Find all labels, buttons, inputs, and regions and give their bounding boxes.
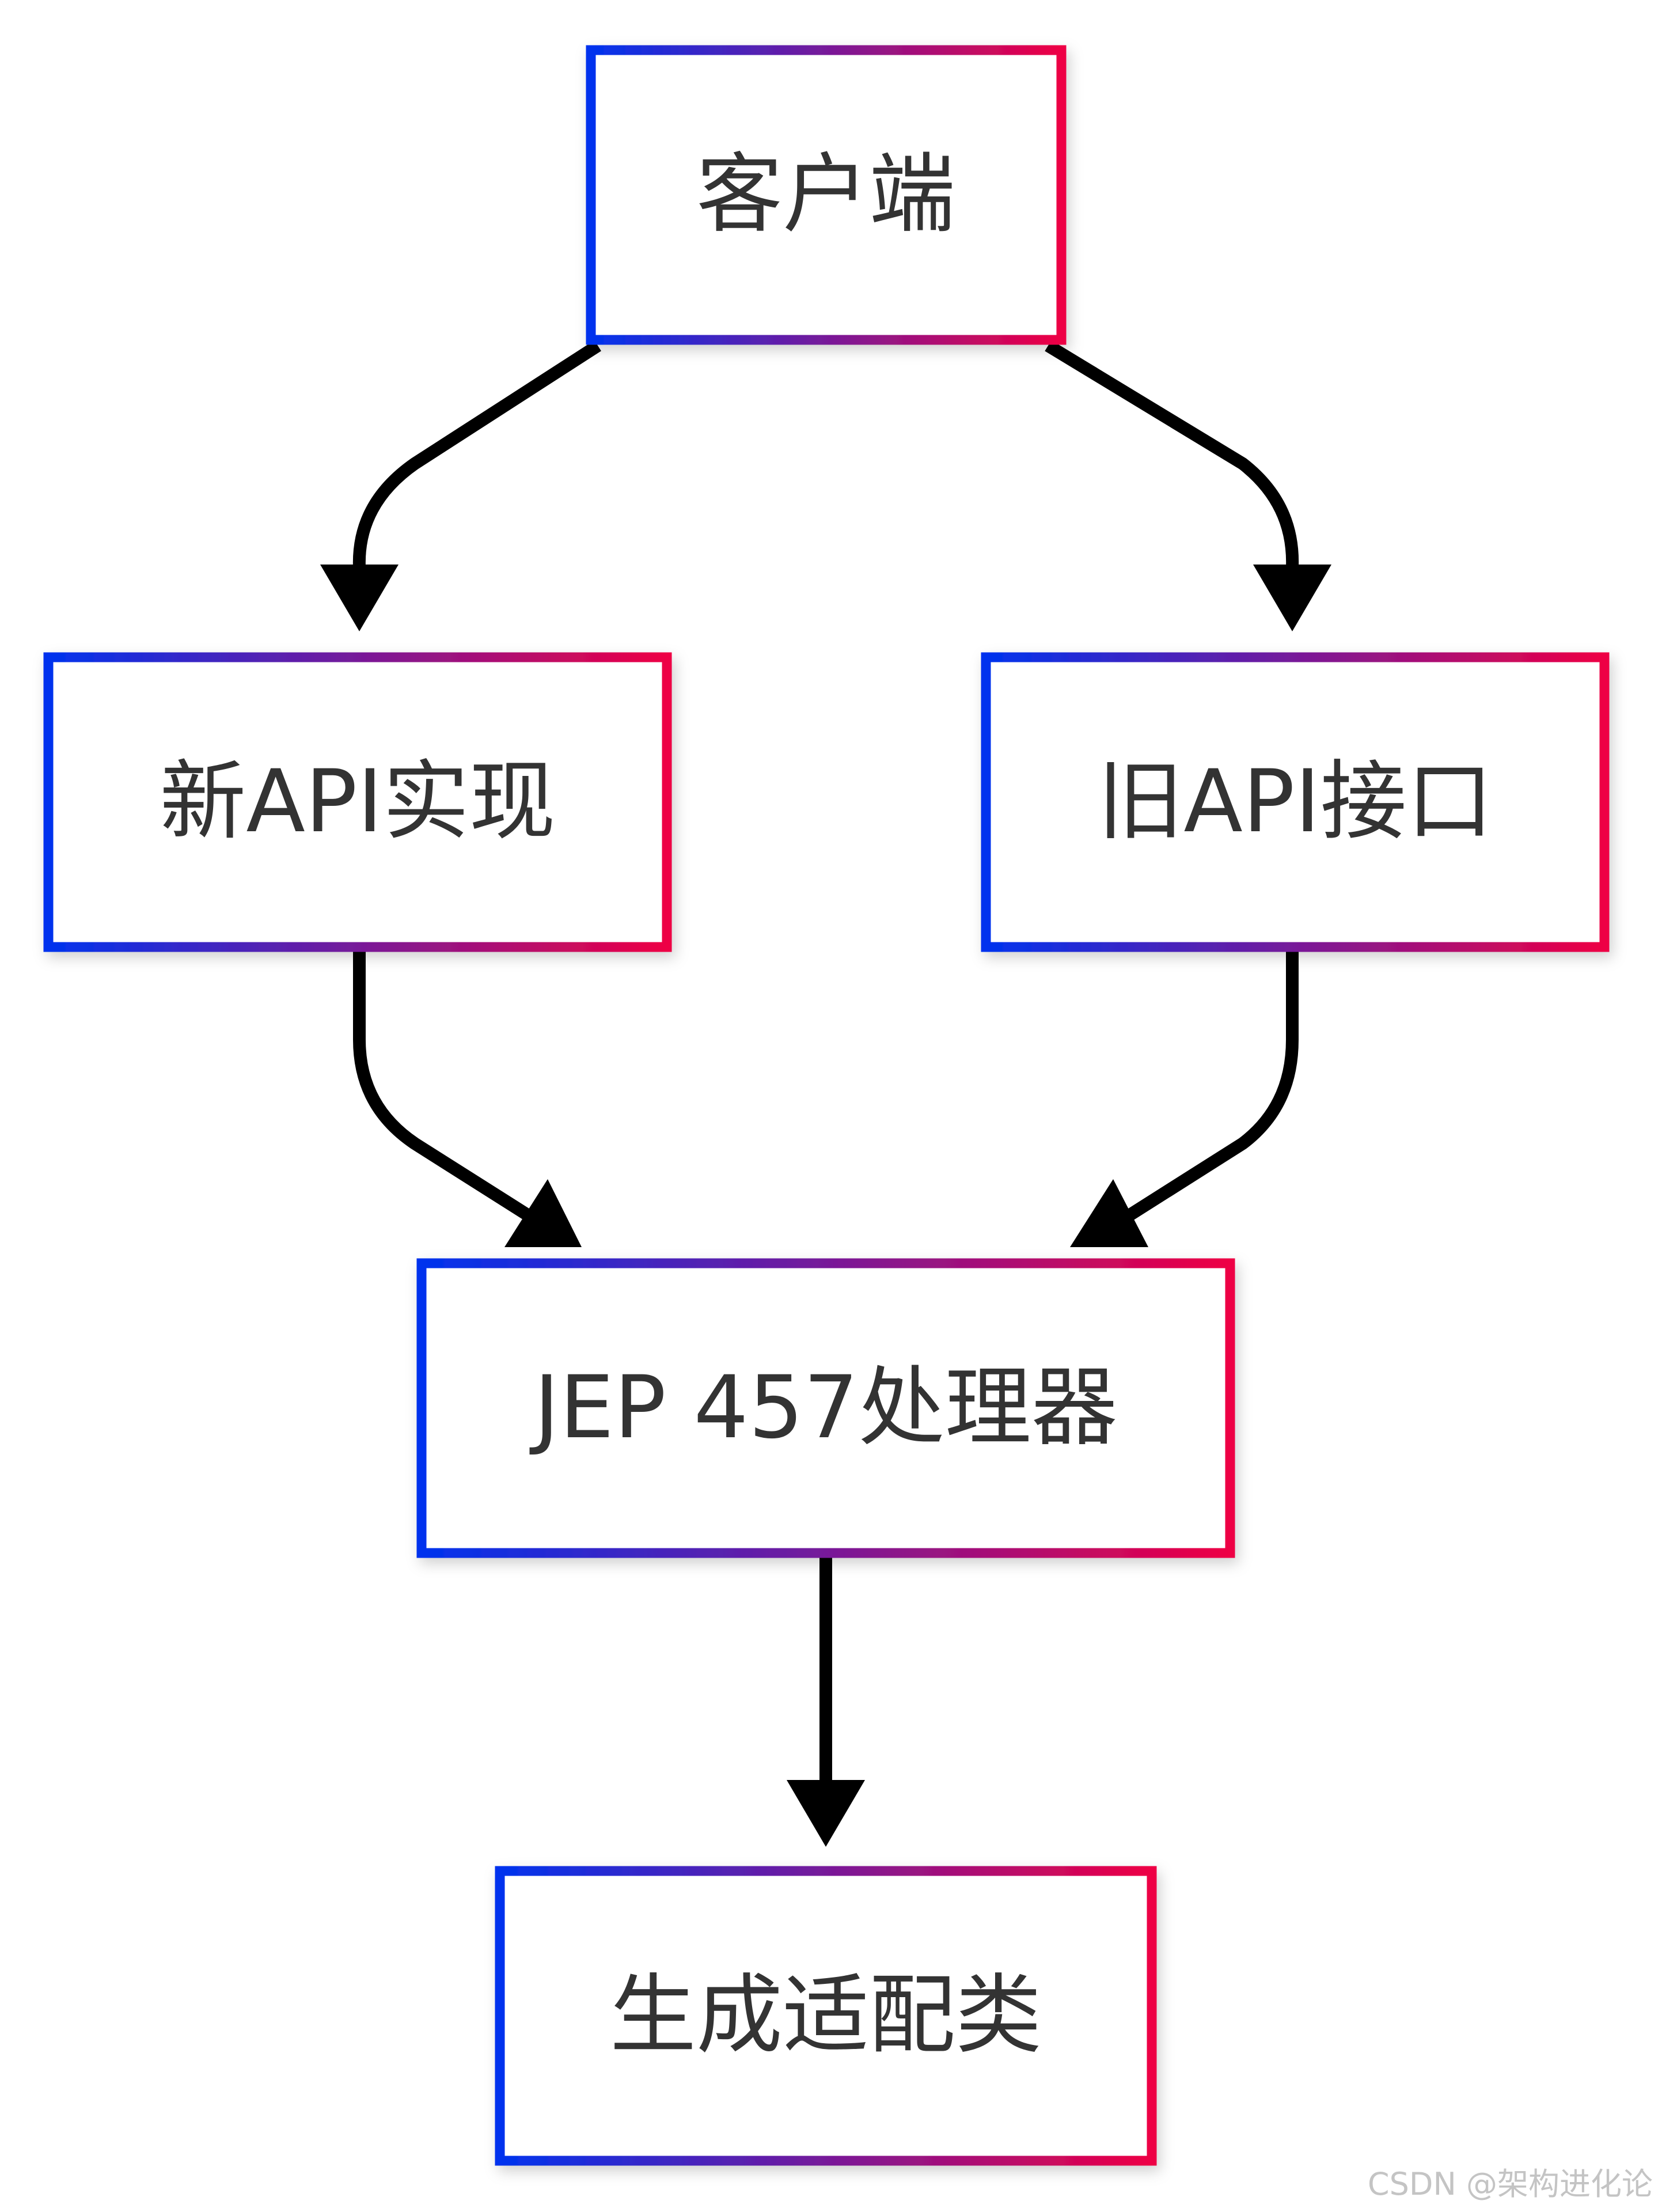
arrowhead-jep-left — [504, 1179, 582, 1247]
arrowhead-old-api — [1253, 565, 1331, 631]
arrowhead-jep-right — [1070, 1179, 1148, 1247]
edge-client-to-new-api — [352, 340, 601, 568]
watermark-text: CSDN @架构进化论 — [1368, 2166, 1653, 2202]
edge-old-api-to-jep — [1118, 949, 1299, 1226]
node-jep-processor: JEP 457处理器 — [416, 1258, 1235, 1558]
node-old-api-label: 旧API接口 — [1097, 752, 1493, 852]
node-jep-processor-box — [416, 1258, 1235, 1558]
node-client: 客户端 — [586, 45, 1067, 345]
node-old-api: 旧API接口 — [981, 652, 1610, 952]
node-new-api-label: 新API实现 — [160, 752, 555, 852]
edges — [352, 340, 1299, 1783]
node-new-api-box — [43, 652, 672, 952]
node-old-api-box — [981, 652, 1610, 952]
arrowhead-new-api — [320, 565, 399, 631]
arrowhead-adapter — [787, 1780, 865, 1847]
arrowheads — [320, 565, 1331, 1847]
edge-new-api-to-jep — [353, 949, 539, 1226]
node-adapter-box — [495, 1866, 1157, 2166]
edge-client-to-old-api — [1045, 340, 1299, 568]
node-adapter-label: 生成适配类 — [610, 1965, 1042, 2066]
node-jep-processor-label: JEP 457处理器 — [529, 1358, 1117, 1458]
node-client-box — [586, 45, 1067, 345]
node-client-label: 客户端 — [696, 145, 955, 245]
node-adapter: 生成适配类 — [495, 1866, 1157, 2166]
node-new-api: 新API实现 — [43, 652, 672, 952]
